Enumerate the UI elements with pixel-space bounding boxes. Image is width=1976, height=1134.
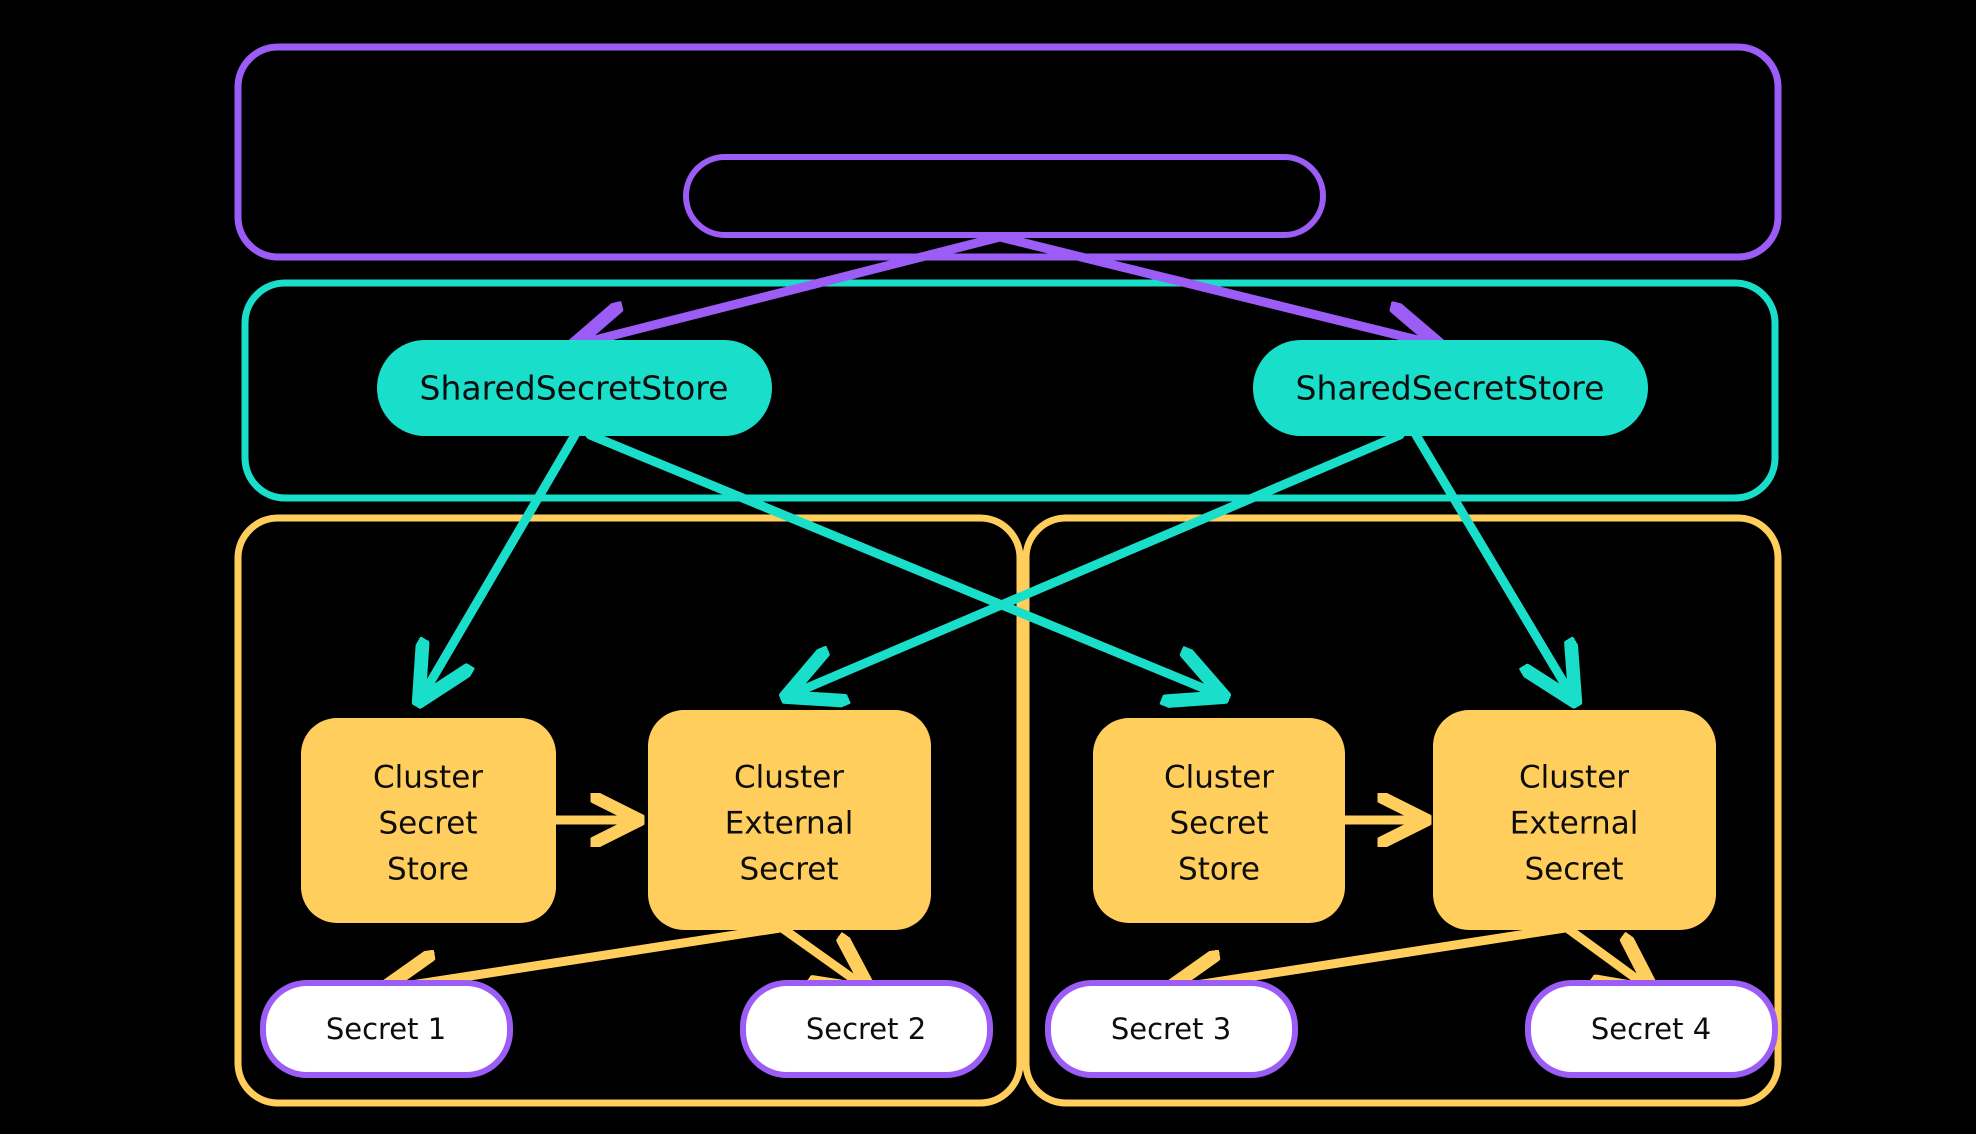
secret-4-label: Secret 4: [1591, 1012, 1711, 1046]
secret-1[interactable]: Secret 1: [260, 980, 513, 1078]
shared-secret-store-left-label: SharedSecretStore: [420, 369, 729, 408]
cluster-secret-store-right-shape[interactable]: [1093, 718, 1345, 923]
secret-3-label: Secret 3: [1111, 1012, 1231, 1046]
edge-sss-left-to-css-right: [585, 430, 1215, 693]
secret-2[interactable]: Secret 2: [740, 980, 993, 1078]
edge-ces-right-to-secret-3: [1177, 923, 1570, 988]
shared-scope-container: [241, 279, 1779, 502]
cluster-secret-store-right-line-3: Store: [1178, 852, 1260, 888]
cluster-secret-store-left[interactable]: Cluster Secret Store: [301, 718, 556, 923]
secret-3[interactable]: Secret 3: [1045, 980, 1298, 1078]
operator-scope-container: [234, 43, 1782, 261]
edges-layer: [392, 232, 1645, 988]
secret-4[interactable]: Secret 4: [1525, 980, 1778, 1078]
edge-sss-left-to-css-left: [424, 430, 580, 693]
cluster-external-secret-right-shape[interactable]: [1433, 710, 1716, 930]
edge-sss-right-to-ces-right: [1411, 430, 1570, 693]
cluster-secret-store-right[interactable]: Cluster Secret Store: [1093, 718, 1345, 923]
cluster-secret-store-left-line-3: Store: [387, 852, 469, 888]
edge-ces-right-to-secret-4: [1562, 923, 1645, 985]
cluster-external-secret-left-line-3: Secret: [739, 852, 838, 888]
cluster-secret-store-right-line-1: Cluster: [1164, 760, 1274, 796]
cluster-left-container: [234, 514, 1024, 1107]
shared-secret-store-right-label: SharedSecretStore: [1296, 369, 1605, 408]
edge-operator-to-sss-left: [583, 232, 1005, 343]
secret-2-shape[interactable]: [740, 980, 993, 1078]
shared-secret-store-right-shape[interactable]: [1253, 340, 1648, 436]
cluster-external-secret-left-shape[interactable]: [648, 710, 931, 930]
cluster-right-container: [1022, 514, 1782, 1107]
edge-ces-left-to-secret-2: [777, 923, 862, 985]
edge-sss-right-to-ces-left: [795, 430, 1405, 693]
secret-1-shape[interactable]: [260, 980, 513, 1078]
operator-pill-shape[interactable]: [683, 154, 1326, 238]
cluster-secret-store-left-line-2: Secret: [378, 806, 477, 842]
shared-secret-store-right[interactable]: SharedSecretStore: [1253, 340, 1648, 436]
secret-2-label: Secret 2: [806, 1012, 926, 1046]
cluster-secret-store-left-line-1: Cluster: [373, 760, 483, 796]
operator-pill[interactable]: [683, 154, 1326, 238]
cluster-secret-store-right-line-2: Secret: [1169, 806, 1268, 842]
cluster-external-secret-right-line-2: External: [1510, 806, 1639, 842]
secret-3-shape[interactable]: [1045, 980, 1298, 1078]
secret-1-label: Secret 1: [326, 1012, 446, 1046]
cluster-external-secret-left[interactable]: Cluster External Secret: [648, 710, 931, 930]
cluster-external-secret-right-line-3: Secret: [1524, 852, 1623, 888]
containers-layer: [234, 43, 1782, 1107]
cluster-external-secret-right[interactable]: Cluster External Secret: [1433, 710, 1716, 930]
edge-ces-left-to-secret-1: [392, 923, 785, 988]
shared-secret-store-left-shape[interactable]: [377, 340, 772, 436]
shared-secret-store-left[interactable]: SharedSecretStore: [377, 340, 772, 436]
edge-operator-to-sss-right: [995, 232, 1430, 343]
cluster-external-secret-right-line-1: Cluster: [1519, 760, 1629, 796]
cluster-secret-store-left-shape[interactable]: [301, 718, 556, 923]
secret-4-shape[interactable]: [1525, 980, 1778, 1078]
cluster-external-secret-left-line-1: Cluster: [734, 760, 844, 796]
cluster-external-secret-left-line-2: External: [725, 806, 854, 842]
